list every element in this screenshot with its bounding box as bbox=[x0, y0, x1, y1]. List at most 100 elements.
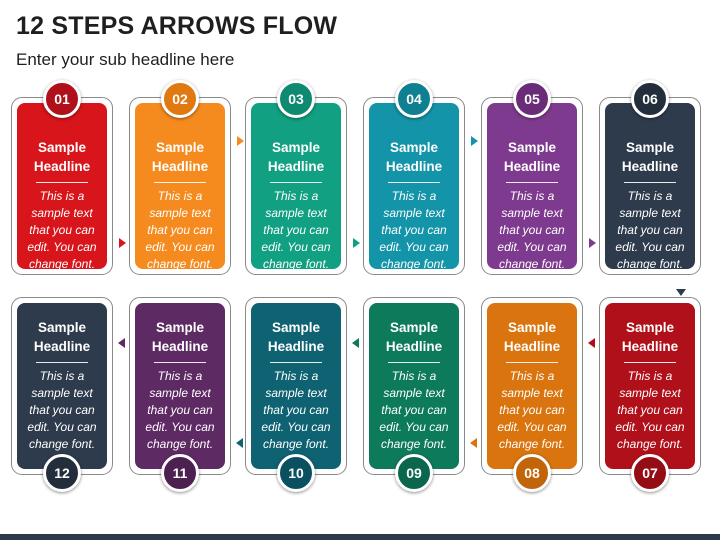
step-text-line: change font. bbox=[498, 437, 566, 451]
step-text-line: sample text bbox=[149, 206, 211, 220]
step-divider bbox=[154, 362, 206, 363]
step-divider bbox=[624, 362, 676, 363]
step-text-line: that you can bbox=[381, 403, 447, 417]
step-headline-line: Headline bbox=[267, 339, 325, 354]
step-text-line: that you can bbox=[29, 403, 95, 417]
flow-arrow-left-icon bbox=[352, 338, 359, 348]
step-text-line: that you can bbox=[499, 403, 565, 417]
step-text-line: sample text bbox=[501, 386, 563, 400]
step-text-line: that you can bbox=[147, 403, 213, 417]
step-text-line: change font. bbox=[380, 257, 448, 271]
step-text-line: edit. You can bbox=[615, 420, 685, 434]
step-headline-line: Headline bbox=[621, 339, 679, 354]
step-text-line: that you can bbox=[617, 223, 683, 237]
step-text-line: change font. bbox=[498, 257, 566, 271]
flow-arrow-right-icon bbox=[237, 136, 244, 146]
step-headline-line: Sample bbox=[389, 320, 439, 335]
step-text-line: change font. bbox=[616, 437, 684, 451]
step-text-line: sample text bbox=[265, 206, 327, 220]
step-headline-line: Headline bbox=[385, 159, 443, 174]
step-text-line: sample text bbox=[619, 206, 681, 220]
step-card-fill bbox=[17, 103, 107, 269]
step-divider bbox=[624, 182, 676, 183]
flow-arrow-left-icon bbox=[118, 338, 125, 348]
flow-arrow-right-icon bbox=[471, 136, 478, 146]
step-card-fill bbox=[369, 103, 459, 269]
step-text-line: edit. You can bbox=[27, 420, 97, 434]
step-divider bbox=[36, 362, 88, 363]
step-divider bbox=[270, 182, 322, 183]
page-subtitle: Enter your sub headline here bbox=[16, 50, 235, 69]
step-card-fill bbox=[369, 303, 459, 469]
step-text-line: This is a bbox=[509, 369, 555, 383]
step-text-line: This is a bbox=[39, 369, 85, 383]
step-card-fill bbox=[135, 303, 225, 469]
step-card-fill bbox=[487, 103, 577, 269]
step-text-line: that you can bbox=[147, 223, 213, 237]
step-text-line: edit. You can bbox=[27, 240, 97, 254]
step-text-line: change font. bbox=[28, 257, 96, 271]
step-number-badge-08: 08 bbox=[513, 454, 551, 492]
step-text-line: edit. You can bbox=[261, 420, 331, 434]
step-text-line: This is a bbox=[157, 189, 203, 203]
step-text-line: This is a bbox=[391, 189, 437, 203]
step-text-line: sample text bbox=[31, 386, 93, 400]
page-title: 12 STEPS ARROWS FLOW bbox=[16, 12, 338, 40]
step-card-fill bbox=[135, 103, 225, 269]
step-number-badge-01: 01 bbox=[43, 80, 81, 118]
step-headline-line: Sample bbox=[507, 140, 557, 155]
step-text-line: sample text bbox=[619, 386, 681, 400]
step-text-line: This is a bbox=[273, 369, 319, 383]
flow-arrow-left-icon bbox=[236, 438, 243, 448]
step-card-fill bbox=[251, 103, 341, 269]
step-text-line: that you can bbox=[29, 223, 95, 237]
step-text-line: This is a bbox=[273, 189, 319, 203]
step-text-line: edit. You can bbox=[497, 420, 567, 434]
step-text: This is a sample text that you can edit. Yo… bbox=[12, 368, 112, 453]
step-text-line: sample text bbox=[265, 386, 327, 400]
step-text-line: This is a bbox=[39, 189, 85, 203]
step-headline-line: Headline bbox=[33, 159, 91, 174]
step-text-line: change font. bbox=[262, 257, 330, 271]
step-text-line: edit. You can bbox=[261, 240, 331, 254]
step-divider bbox=[506, 362, 558, 363]
step-headline-line: Sample bbox=[625, 140, 675, 155]
step-headline-line: Sample bbox=[37, 140, 87, 155]
step-text-line: edit. You can bbox=[145, 240, 215, 254]
step-text-line: that you can bbox=[499, 223, 565, 237]
step-number-badge-11: 11 bbox=[161, 454, 199, 492]
flow-arrow-left-icon bbox=[588, 338, 595, 348]
step-number-badge-05: 05 bbox=[513, 80, 551, 118]
step-text-line: change font. bbox=[616, 257, 684, 271]
step-text-line: This is a bbox=[627, 189, 673, 203]
flow-arrow-right-icon bbox=[119, 238, 126, 248]
step-text: This is a sample text that you can edit. Yo… bbox=[482, 368, 582, 453]
step-text-line: edit. You can bbox=[379, 240, 449, 254]
step-headline-line: Sample bbox=[271, 320, 321, 335]
flow-arrow-right-icon bbox=[589, 238, 596, 248]
step-text-line: edit. You can bbox=[145, 420, 215, 434]
step-text-line: change font. bbox=[380, 437, 448, 451]
step-card-fill bbox=[487, 303, 577, 469]
step-number-badge-04: 04 bbox=[395, 80, 433, 118]
